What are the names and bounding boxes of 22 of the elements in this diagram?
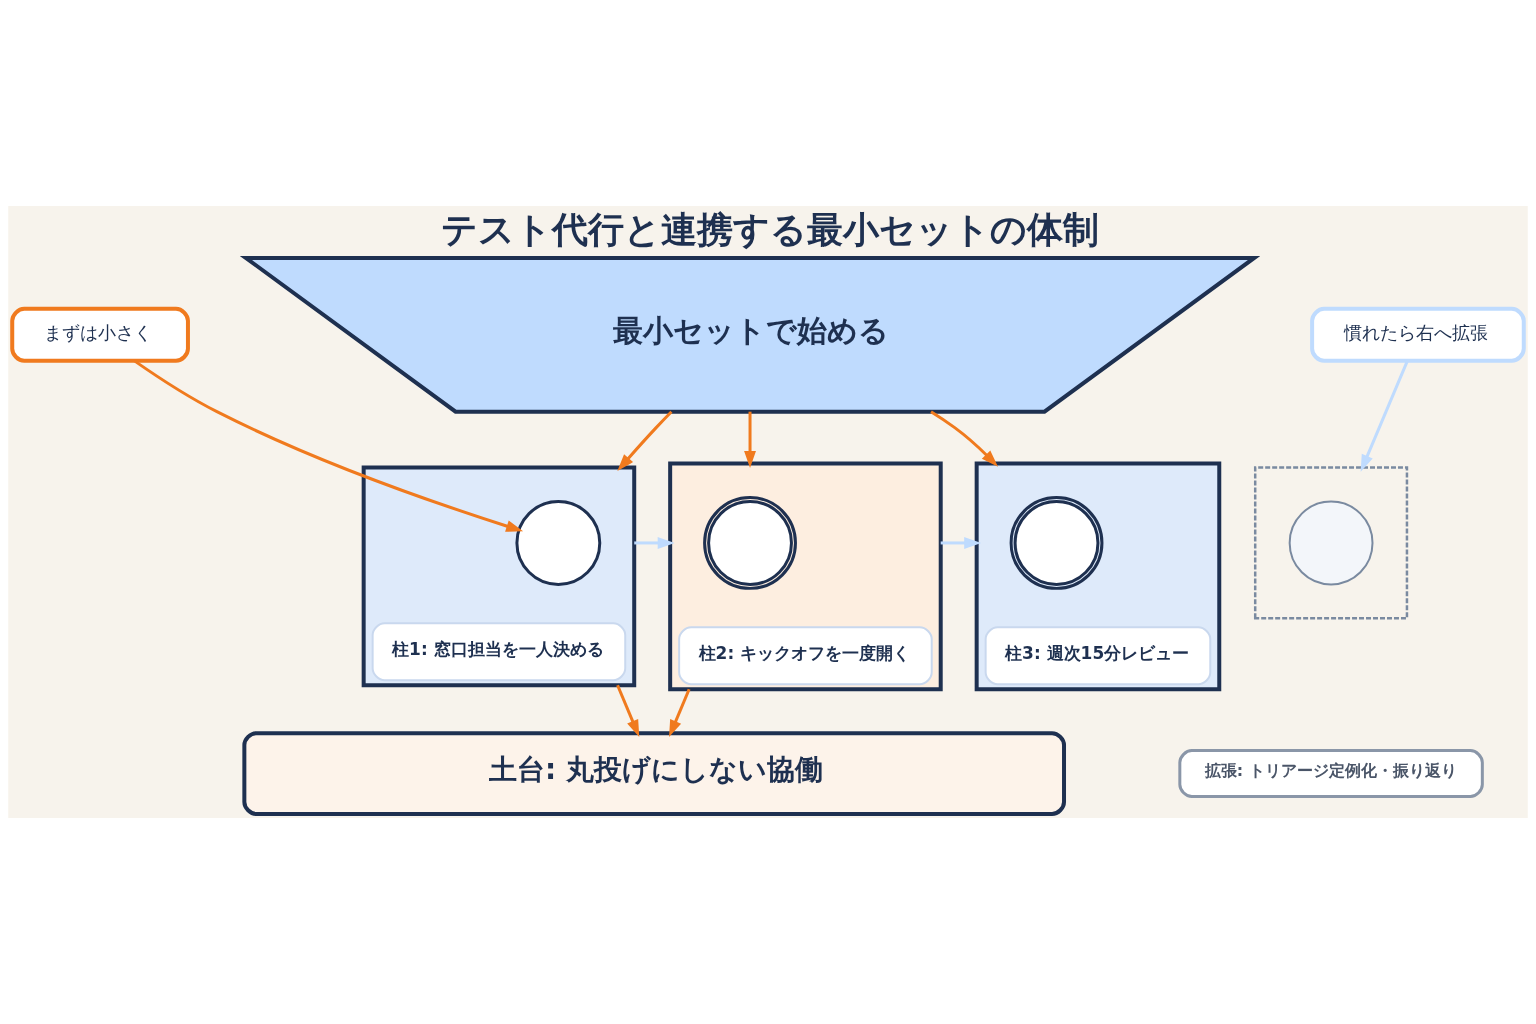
node-picture [1009,496,1104,590]
arrow [669,688,691,738]
diagram-title: テスト代行と連携する最小セットの体制 [440,208,1099,250]
node-picture [703,496,797,590]
node-circle [1288,500,1374,586]
cluster: 柱3: 週次15分レビュー [974,461,1222,692]
node-box: まずは小さく [10,306,190,363]
node-box: 土台: 丸投げにしない協働 [242,731,1066,816]
node-box: 拡張: トリアージ定例化・振り返り [1178,749,1484,799]
arrow [634,537,675,549]
node-box: 慣れたら右へ拡張 [1310,306,1526,363]
arrow [1360,360,1409,472]
node-person [515,500,602,586]
arrow [133,359,524,532]
arrow [616,684,640,737]
cluster: 柱2: キックオフを一度開く [668,461,943,692]
arrow [930,410,998,467]
cluster [1253,466,1409,620]
arrow [940,537,982,549]
cluster: 柱1: 窓口担当を一人決める [361,465,637,688]
arrow [744,411,756,469]
arrow [617,410,673,471]
